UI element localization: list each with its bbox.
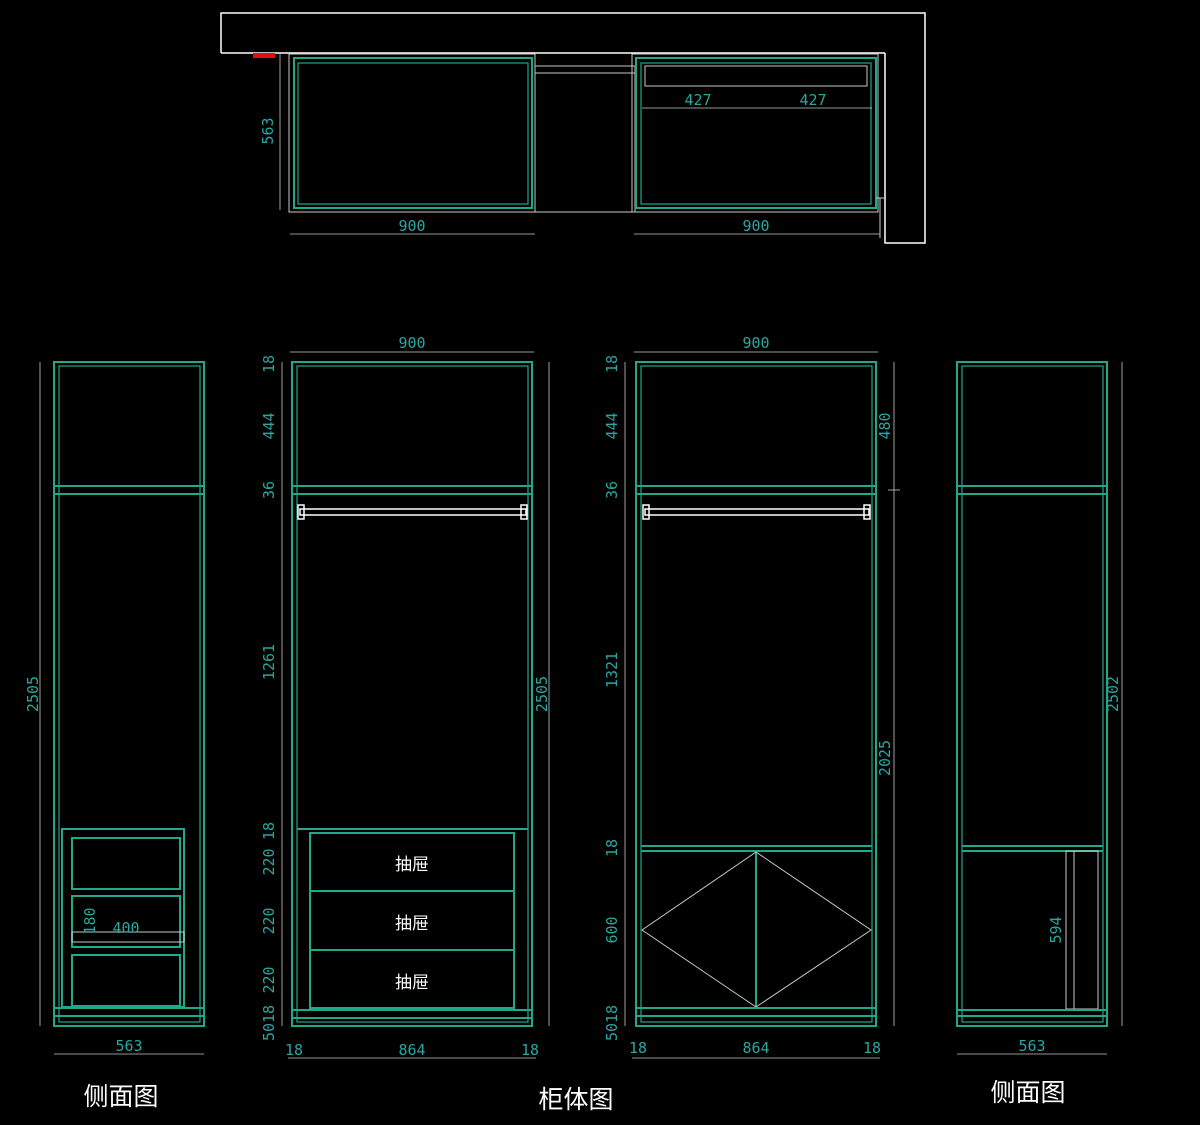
- red-marker: [253, 53, 275, 58]
- plan-left-width-dim: 900: [398, 217, 425, 235]
- cabinet-right-outer: [635, 361, 877, 1027]
- cabinet-left-bottom-dim-1: 18: [285, 1041, 303, 1059]
- plan-right-outer: [631, 53, 879, 213]
- cabinet-left-dim-2: 444: [260, 412, 278, 439]
- wall-outline: [220, 12, 926, 244]
- left-side-drawer-1: [71, 837, 181, 890]
- cabinet-left-width-dim: 900: [398, 334, 425, 352]
- left-side-title: 侧面图: [83, 1082, 158, 1111]
- right-side-view: 2502 594 563 侧面图: [956, 361, 1123, 1107]
- right-side-inner-height-dim: 594: [1047, 916, 1065, 943]
- cabinet-left-inner: [296, 365, 529, 1023]
- cabinet-left-front: 抽屉 抽屉 抽屉 900 18 444 36 1261 18 220 220 2…: [260, 334, 551, 1059]
- cabinet-right-dim-4: 1321: [603, 652, 621, 688]
- plan-right-cabinet: [635, 57, 877, 209]
- right-side-title: 侧面图: [990, 1078, 1065, 1107]
- left-side-inner: [58, 365, 201, 1023]
- right-side-depth-dim: 563: [1018, 1037, 1045, 1055]
- cabinet-right-front: 900 18 444 36 1321 18 600 18 50 480 2025…: [603, 334, 900, 1059]
- cabinet-right-top-height-dim: 480: [876, 412, 894, 439]
- left-side-drawer-marker: [71, 931, 185, 943]
- left-side-height-dim: 2505: [24, 676, 42, 712]
- right-side-height-dim: 2502: [1104, 676, 1122, 712]
- cabinet-right-dim-2: 444: [603, 412, 621, 439]
- cabinet-left-drawer-label-2: 抽屉: [395, 914, 429, 934]
- cabinet-right-dim-3: 36: [603, 481, 621, 499]
- cabinet-left-drawer-label-3: 抽屉: [395, 973, 429, 993]
- cabinet-right-bottom-dim-2: 864: [742, 1039, 769, 1057]
- cabinet-left-dim-6: 220: [260, 848, 278, 875]
- plan-depth-dim: 563: [259, 117, 277, 144]
- cabinet-right-dim-6: 600: [603, 916, 621, 943]
- cabinet-right-dim-1: 18: [603, 355, 621, 373]
- cabinet-right-lower-height-dim: 2025: [876, 740, 894, 776]
- right-side-outer: [956, 361, 1108, 1027]
- right-side-door-profile: [1065, 850, 1099, 1010]
- cabinet-left-bottom-dim-3: 18: [521, 1041, 539, 1059]
- cabinet-left-dim-4: 1261: [260, 644, 278, 680]
- cabinet-left-dim-9: 18: [260, 1005, 278, 1023]
- cabinet-right-width-dim: 900: [742, 334, 769, 352]
- cabinet-right-rod-bracket-right: [863, 504, 871, 520]
- cabinet-left-dim-8: 220: [260, 966, 278, 993]
- right-side-inner: [961, 365, 1104, 1023]
- plan-shelf-right-dim: 427: [799, 91, 826, 109]
- cabinet-left-rod-bracket-right: [520, 504, 528, 520]
- plan-right-shelf: [644, 65, 868, 87]
- left-side-drawer-depth-dim: 400: [112, 919, 139, 937]
- cabinet-right-door-right-swing: [755, 851, 872, 1008]
- cabinet-left-drawer-label-1: 抽屉: [395, 855, 429, 875]
- left-side-drawer-3: [71, 954, 181, 1007]
- cabinet-left-dim-5: 18: [260, 822, 278, 840]
- cabinet-left-bottom-dim-2: 864: [398, 1041, 425, 1059]
- cabinet-right-door-left-swing: [641, 851, 757, 1008]
- cabinet-right-bottom-dim-1: 18: [629, 1039, 647, 1057]
- plan-view: 563 900 900 427 427: [220, 12, 926, 244]
- cabinet-left-rod-bracket-left: [297, 504, 305, 520]
- cabinet-left-dim-3: 36: [260, 481, 278, 499]
- left-side-outer: [53, 361, 205, 1027]
- cabinet-left-drawer-3: [309, 949, 515, 1009]
- cabinet-right-rod-bracket-left: [642, 504, 650, 520]
- cabinet-right-hanging-rod: [644, 508, 870, 516]
- left-side-drawer-height-dim: 180: [81, 907, 99, 934]
- center-title: 柜体图: [538, 1085, 613, 1114]
- cabinet-right-dim-5: 18: [603, 839, 621, 857]
- cabinet-right-dim-8: 50: [603, 1023, 621, 1041]
- cabinet-left-hanging-rod: [299, 508, 527, 516]
- plan-left-outer: [288, 53, 536, 213]
- plan-right-inner: [640, 62, 872, 205]
- cabinet-left-height-dim: 2505: [533, 676, 551, 712]
- cabinet-left-dim-10: 50: [260, 1023, 278, 1041]
- left-side-view: 2505 563 180 400 侧面图: [24, 361, 205, 1111]
- cabinet-left-dim-7: 220: [260, 907, 278, 934]
- cabinet-left-dim-1: 18: [260, 355, 278, 373]
- left-side-drawer-2: [71, 895, 181, 948]
- cabinet-right-dim-7: 18: [603, 1005, 621, 1023]
- left-side-depth-dim: 563: [115, 1037, 142, 1055]
- cabinet-left-outer: [291, 361, 533, 1027]
- cabinet-right-inner: [640, 365, 873, 1023]
- plan-middle-gap: [534, 65, 636, 213]
- plan-left-inner: [297, 62, 529, 205]
- plan-shelf-left-dim: 427: [684, 91, 711, 109]
- plan-right-width-dim: 900: [742, 217, 769, 235]
- plan-left-cabinet: [293, 57, 533, 209]
- cabinet-right-bottom-dim-3: 18: [863, 1039, 881, 1057]
